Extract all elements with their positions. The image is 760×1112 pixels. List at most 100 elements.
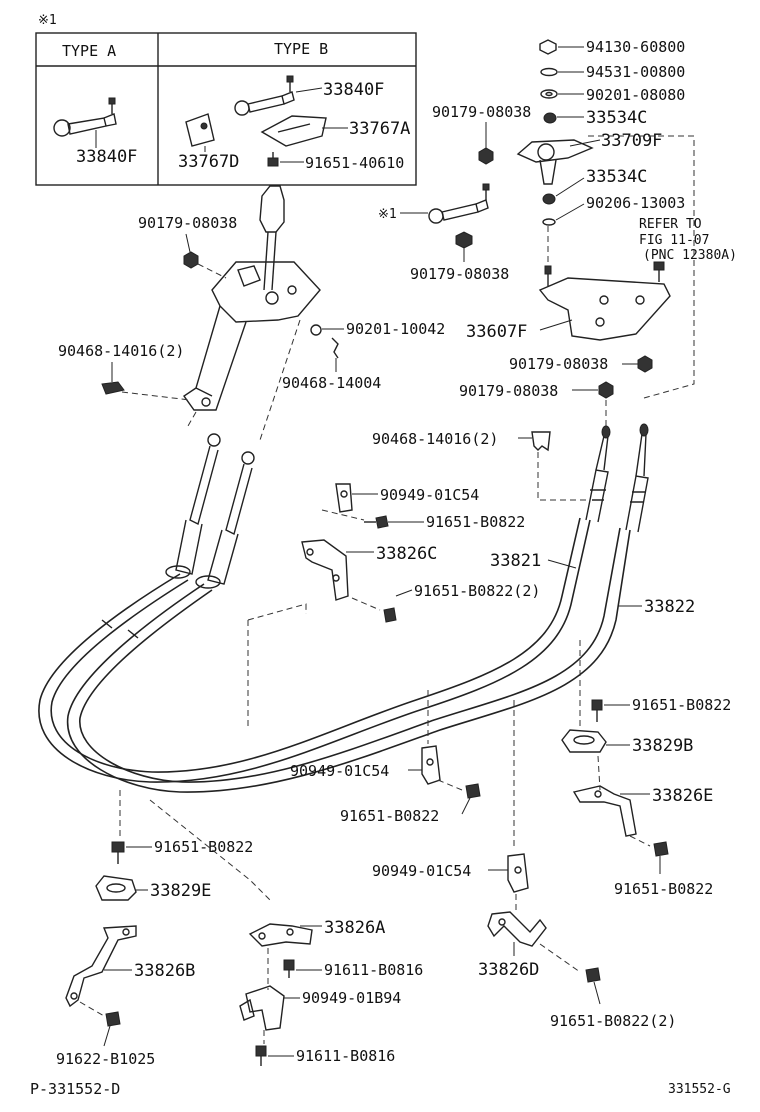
nut-90179-e (572, 381, 614, 399)
cable-33821 (38, 517, 591, 783)
label-91651-b0822-d: 91651-B0822 (614, 880, 713, 898)
label-91651-b0822-2-a: 91651-B0822(2) (414, 582, 540, 600)
bracket-33826e (572, 785, 669, 874)
bushing-33534c-b (542, 177, 585, 205)
label-33826d: 33826D (478, 960, 539, 980)
bolt-91651-b (351, 589, 413, 623)
cable-ends-right (585, 423, 649, 533)
footer-left-code: P-331552-D (30, 1080, 120, 1098)
label-90468-14004: 90468-14004 (282, 374, 381, 392)
label-91651-b0822-c: 91651-B0822 (632, 696, 731, 714)
bracket-33607f (538, 265, 671, 341)
clip-90468-a (101, 362, 191, 401)
grommet-33829b (561, 729, 630, 753)
type-b-bracket-33767a (260, 115, 348, 147)
type-a-part-label: 33840F (76, 147, 137, 167)
washer-94531 (540, 67, 584, 77)
label-33607f: 33607F (466, 322, 527, 342)
label-33829e: 33829E (150, 881, 211, 901)
clamp-90949-a (335, 483, 378, 513)
label-33534c-a: 33534C (586, 108, 647, 128)
guide-line-left (247, 603, 307, 730)
label-94531-00800: 94531-00800 (586, 63, 685, 81)
label-90179-08038-b: 90179-08038 (410, 265, 509, 283)
type-b-header: TYPE B (274, 40, 328, 58)
type-b-bolt (267, 152, 304, 167)
label-33709f: 33709F (601, 131, 662, 151)
shift-lever-assembly (183, 185, 321, 411)
label-91611-b0816-b: 91611-B0816 (296, 1047, 395, 1065)
bolt-91611-a (283, 959, 322, 978)
footer-right-code: 331552-G (668, 1082, 731, 1097)
label-91622-b1025: 91622-B1025 (56, 1050, 155, 1068)
label-90179-08038-d: 90179-08038 (509, 355, 608, 373)
label-90179-08038-e: 90179-08038 (459, 382, 558, 400)
type-b-bracket-d-label: 33767D (178, 152, 239, 172)
bolt-91651-c (591, 699, 630, 722)
label-33826e: 33826E (652, 786, 713, 806)
type-b-bolt-label: 91651-40610 (305, 154, 404, 172)
lever-33709f (516, 139, 601, 185)
label-90468-14016-a: 90468-14016(2) (58, 342, 184, 360)
control-rod-note1 (400, 183, 490, 262)
label-33826b: 33826B (134, 961, 195, 981)
label-90949-01c54-a: 90949-01C54 (380, 486, 479, 504)
clamp-90949-c (488, 853, 529, 893)
clamp-90949-d (239, 985, 300, 1031)
label-90201-08080: 90201-08080 (586, 86, 685, 104)
label-90179-08038-c: 90179-08038 (138, 214, 237, 232)
bolt-refer (653, 261, 665, 282)
grommet-33829e (95, 875, 148, 901)
clamp-90949-b (408, 745, 481, 815)
nut-90179-c (183, 233, 227, 279)
nut-94130 (539, 39, 584, 55)
type-b-control-rod (234, 75, 323, 116)
washer-90201-a (540, 89, 584, 99)
label-90949-01c54-b: 90949-01C54 (290, 762, 389, 780)
pin-90201-b (310, 324, 344, 336)
type-b-rod-label: 33840F (323, 80, 384, 100)
refer-line-1: REFER TO (639, 217, 702, 232)
type-b-bracket-a-label: 33767A (349, 119, 410, 139)
guide-line-33826a (149, 799, 271, 901)
label-33826a: 33826A (324, 918, 385, 938)
label-90468-14016-c: 90468-14016(2) (372, 430, 498, 448)
note-mark: ※1 (38, 13, 57, 28)
nut-90179-a (478, 122, 494, 165)
label-90179-08038-a: 90179-08038 (432, 103, 531, 121)
guide-line-right (588, 135, 695, 399)
type-b-bracket-33767d (185, 113, 215, 152)
bushing-33534c-a (543, 112, 584, 124)
bolt-91651-f (111, 841, 152, 864)
note-mark-rod: ※1 (378, 207, 397, 222)
bracket-33826c (301, 539, 374, 601)
type-a-header: TYPE A (62, 42, 116, 60)
label-94130-60800: 94130-60800 (586, 38, 685, 56)
bolt-91651-a (321, 509, 424, 529)
type-table (35, 32, 417, 186)
leader-33821 (547, 559, 577, 569)
label-90949-01b94: 90949-01B94 (302, 989, 401, 1007)
bracket-33826a (248, 923, 322, 947)
label-91611-b0816-a: 91611-B0816 (324, 961, 423, 979)
label-91651-b0822-2-b: 91651-B0822(2) (550, 1012, 676, 1030)
label-33534c-b: 33534C (586, 167, 647, 187)
nut-90179-d (622, 355, 653, 373)
type-a-control-rod (53, 97, 117, 148)
refer-line-2: FIG 11-07 (639, 233, 709, 248)
washer-90206 (542, 203, 585, 226)
label-90201-10042: 90201-10042 (346, 320, 445, 338)
clip-90468-c (518, 431, 586, 501)
bracket-33826b (65, 925, 137, 1047)
cable-33822 (66, 527, 631, 793)
label-33826c: 33826C (376, 544, 437, 564)
cable-ends-lever (175, 319, 301, 585)
refer-line-3: (PNC 12380A) (643, 248, 737, 263)
label-90206-13003: 90206-13003 (586, 194, 685, 212)
guide-line-33826e (597, 755, 601, 791)
label-33829b: 33829B (632, 736, 693, 756)
label-33821: 33821 (490, 551, 541, 571)
label-91651-b0822-e: 91651-B0822 (340, 807, 439, 825)
